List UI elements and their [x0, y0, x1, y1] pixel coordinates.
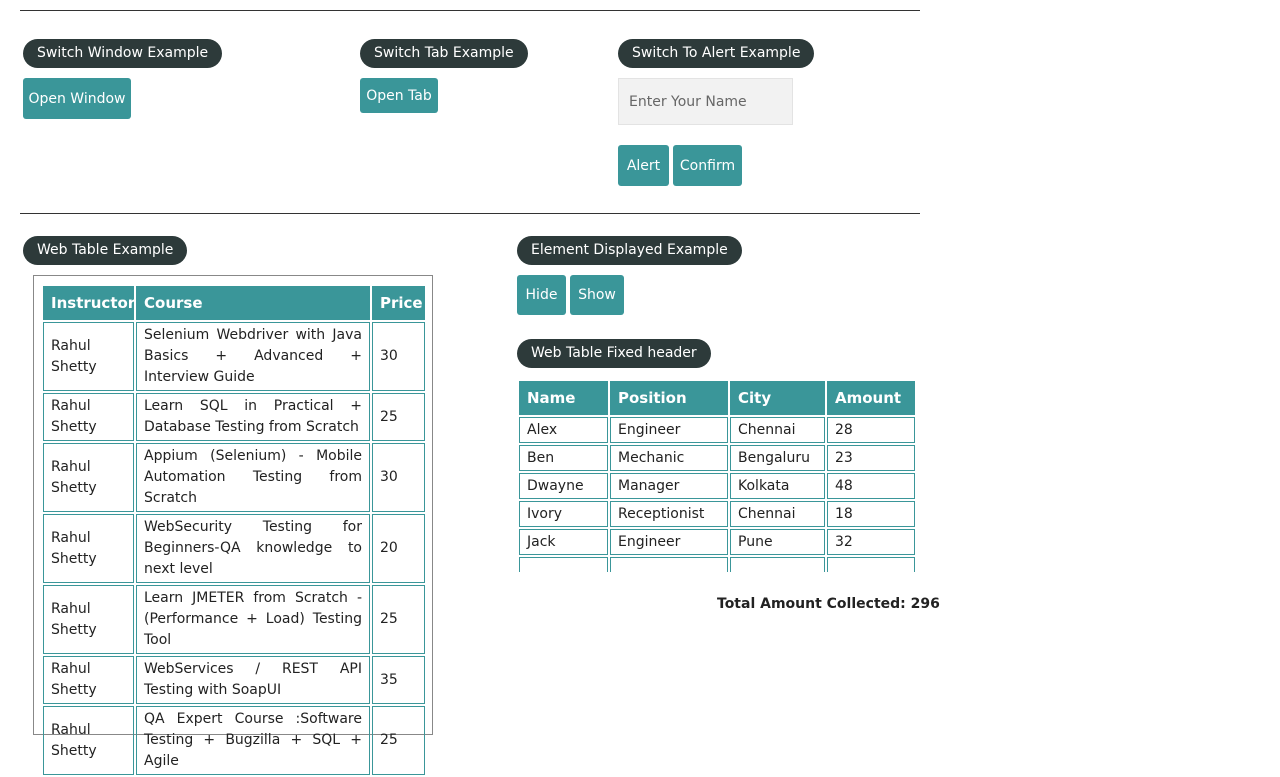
position-cell: Engineer [610, 417, 728, 443]
alert-button[interactable]: Alert [618, 145, 669, 186]
table-row: Alex Engineer Chennai 28 [519, 417, 915, 443]
table-row: Ivory Receptionist Chennai 18 [519, 501, 915, 527]
web-table-header-row: Instructor Course Price [43, 286, 425, 320]
price-cell: 20 [372, 514, 425, 583]
element-displayed-legend: Element Displayed Example [517, 236, 742, 265]
name-input[interactable] [618, 78, 793, 125]
fixed-header-legend: Web Table Fixed header [517, 339, 711, 368]
open-window-button[interactable]: Open Window [23, 78, 131, 119]
table-row: Jack Engineer Pune 32 [519, 529, 915, 555]
city-cell: Kolkata [730, 473, 825, 499]
position-cell [610, 557, 728, 572]
city-cell: Pune [730, 529, 825, 555]
instructor-cell: Rahul Shetty [43, 585, 134, 654]
course-cell: Learn JMETER from Scratch - (Performance… [136, 585, 370, 654]
column-header-name: Name [519, 381, 608, 415]
instructor-cell: Rahul Shetty [43, 706, 134, 775]
amount-cell: 28 [827, 417, 915, 443]
open-tab-button[interactable]: Open Tab [360, 78, 438, 113]
top-divider [20, 10, 920, 11]
table-row [519, 557, 915, 572]
amount-cell: 23 [827, 445, 915, 471]
web-table-legend: Web Table Example [23, 236, 188, 265]
name-cell: Alex [519, 417, 608, 443]
fixed-header-table-scroll[interactable]: Name Position City Amount Alex Engineer … [517, 379, 917, 572]
column-header-amount: Amount [827, 381, 915, 415]
name-cell: Ivory [519, 501, 608, 527]
course-cell: QA Expert Course :Software Testing + Bug… [136, 706, 370, 775]
column-header-price: Price [372, 286, 425, 320]
amount-cell: 32 [827, 529, 915, 555]
switch-window-legend: Switch Window Example [23, 39, 223, 68]
price-cell: 25 [372, 393, 425, 441]
switch-alert-legend: Switch To Alert Example [618, 39, 815, 68]
instructor-cell: Rahul Shetty [43, 656, 134, 704]
amount-cell: 18 [827, 501, 915, 527]
name-cell [519, 557, 608, 572]
table-row: Rahul Shetty QA Expert Course :Software … [43, 706, 425, 775]
instructor-cell: Rahul Shetty [43, 393, 134, 441]
name-cell: Jack [519, 529, 608, 555]
table-row: Rahul Shetty Learn JMETER from Scratch -… [43, 585, 425, 654]
amount-cell: 48 [827, 473, 915, 499]
city-cell: Chennai [730, 501, 825, 527]
confirm-button[interactable]: Confirm [673, 145, 742, 186]
table-row: Rahul Shetty WebServices / REST API Test… [43, 656, 425, 704]
instructor-cell: Rahul Shetty [43, 322, 134, 391]
table-row: Rahul Shetty Learn SQL in Practical + Da… [43, 393, 425, 441]
price-cell: 25 [372, 585, 425, 654]
table-row: Rahul Shetty Appium (Selenium) - Mobile … [43, 443, 425, 512]
column-header-position: Position [610, 381, 728, 415]
fixed-header-row: Name Position City Amount [519, 381, 915, 415]
course-cell: Selenium Webdriver with Java Basics + Ad… [136, 322, 370, 391]
position-cell: Engineer [610, 529, 728, 555]
column-header-instructor: Instructor [43, 286, 135, 320]
city-cell: Chennai [730, 417, 825, 443]
position-cell: Mechanic [610, 445, 728, 471]
table-row: Ben Mechanic Bengaluru 23 [519, 445, 915, 471]
total-amount-text: Total Amount Collected: 296 [717, 596, 940, 612]
table-row: Rahul Shetty WebSecurity Testing for Beg… [43, 514, 425, 583]
switch-tab-legend: Switch Tab Example [360, 39, 528, 68]
position-cell: Manager [610, 473, 728, 499]
price-cell: 30 [372, 322, 425, 391]
column-header-city: City [730, 381, 825, 415]
hide-button[interactable]: Hide [517, 275, 566, 315]
course-cell: WebServices / REST API Testing with Soap… [136, 656, 370, 704]
city-cell: Bengaluru [730, 445, 825, 471]
amount-cell [827, 557, 915, 572]
course-cell: WebSecurity Testing for Beginners-QA kno… [136, 514, 370, 583]
instructor-cell: Rahul Shetty [43, 443, 134, 512]
fixed-header-table: Name Position City Amount Alex Engineer … [517, 379, 917, 572]
column-header-course: Course [136, 286, 370, 320]
price-cell: 35 [372, 656, 425, 704]
course-cell: Learn SQL in Practical + Database Testin… [136, 393, 370, 441]
price-cell: 25 [372, 706, 425, 775]
middle-divider [20, 213, 920, 214]
name-cell: Dwayne [519, 473, 608, 499]
price-cell: 30 [372, 443, 425, 512]
table-row: Dwayne Manager Kolkata 48 [519, 473, 915, 499]
show-button[interactable]: Show [570, 275, 624, 315]
course-cell: Appium (Selenium) - Mobile Automation Te… [136, 443, 370, 512]
instructor-cell: Rahul Shetty [43, 514, 134, 583]
web-table: Instructor Course Price Rahul Shetty Sel… [41, 284, 427, 777]
table-row: Rahul Shetty Selenium Webdriver with Jav… [43, 322, 425, 391]
name-cell: Ben [519, 445, 608, 471]
position-cell: Receptionist [610, 501, 728, 527]
city-cell [730, 557, 825, 572]
